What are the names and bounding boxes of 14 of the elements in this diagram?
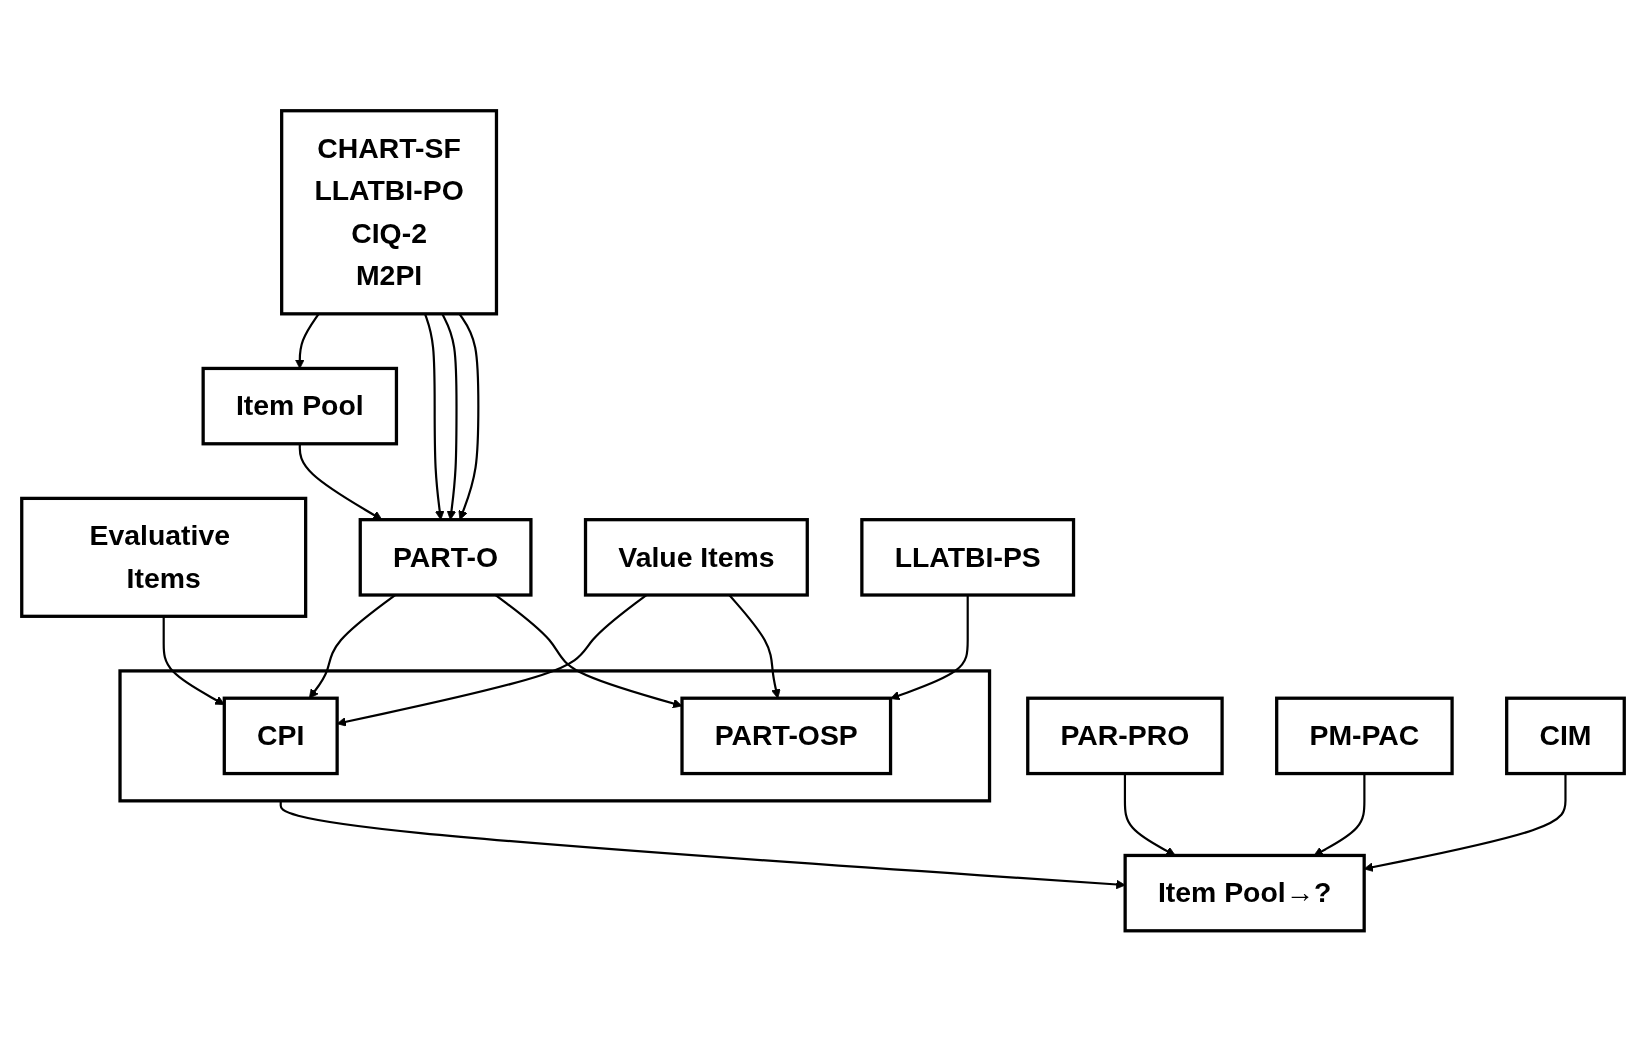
node-box: Evaluative Items bbox=[20, 496, 308, 619]
node-box: Value Items bbox=[583, 518, 809, 597]
node-box: PART-OSP bbox=[680, 696, 893, 776]
node-box: Item Pool bbox=[201, 367, 399, 446]
node-box: CHART-SF LLATBI-PO CIQ-2 M2PI bbox=[280, 109, 499, 316]
node-box: PART-O bbox=[358, 518, 533, 597]
node-box: PAR-PRO bbox=[1026, 696, 1224, 776]
node-box: PM-PAC bbox=[1275, 696, 1454, 776]
cluster bbox=[118, 669, 992, 803]
node-box: Item Pool→? bbox=[1123, 854, 1366, 933]
node-box: CPI bbox=[222, 696, 339, 776]
node-box: CIM bbox=[1505, 696, 1626, 776]
arrow bbox=[890, 595, 969, 701]
node-box: LLATBI-PS bbox=[860, 518, 1076, 597]
